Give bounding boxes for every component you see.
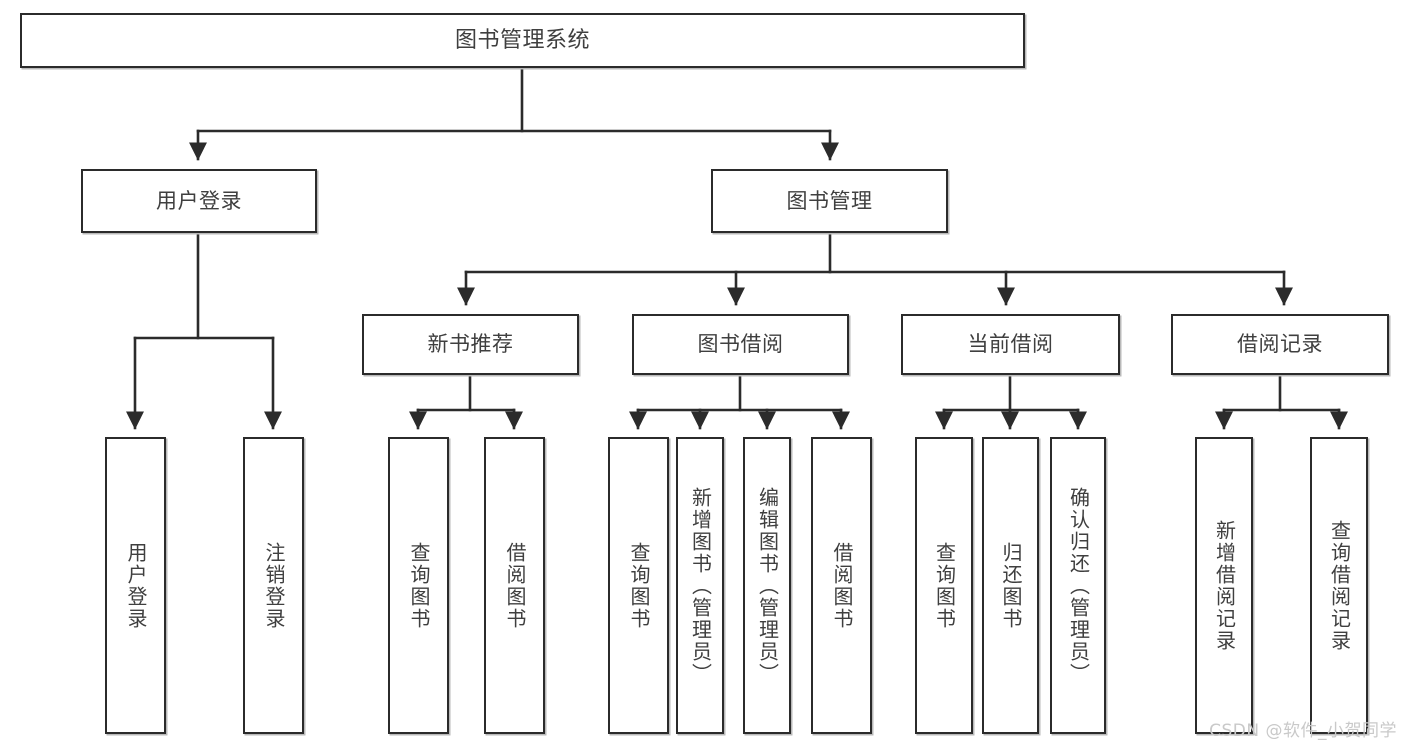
node-leaf-add-book-admin-label: 新增图书（管理员）	[688, 486, 713, 685]
node-root-label: 图书管理系统	[454, 27, 590, 53]
node-current-borrow[interactable]: 当前借阅	[901, 314, 1120, 375]
node-leaf-add-book-admin[interactable]: 新增图书（管理员）	[676, 437, 724, 734]
node-leaf-add-borrow-record-label: 新增借阅记录	[1212, 519, 1237, 652]
node-leaf-return-book-label: 归还图书	[999, 541, 1023, 630]
node-user-login[interactable]: 用户登录	[81, 169, 317, 233]
node-new-book-recommend-label: 新书推荐	[427, 332, 514, 357]
node-leaf-borrow-book-2-label: 借阅图书	[830, 541, 854, 630]
node-new-book-recommend[interactable]: 新书推荐	[362, 314, 579, 375]
node-leaf-logout[interactable]: 注销登录	[243, 437, 304, 734]
node-book-borrow-label: 图书借阅	[697, 332, 784, 357]
node-leaf-return-book[interactable]: 归还图书	[982, 437, 1039, 734]
node-leaf-edit-book-admin[interactable]: 编辑图书（管理员）	[743, 437, 791, 734]
node-leaf-user-login[interactable]: 用户登录	[105, 437, 166, 734]
node-leaf-edit-book-admin-label: 编辑图书（管理员）	[755, 486, 780, 685]
node-book-manage[interactable]: 图书管理	[711, 169, 948, 233]
node-leaf-confirm-return-admin-label: 确认归还（管理员）	[1066, 486, 1091, 685]
node-leaf-query-book-3[interactable]: 查询图书	[915, 437, 973, 734]
node-leaf-query-book-1-label: 查询图书	[407, 541, 431, 630]
node-leaf-logout-label: 注销登录	[262, 541, 286, 630]
node-leaf-add-borrow-record[interactable]: 新增借阅记录	[1195, 437, 1253, 734]
node-borrow-record[interactable]: 借阅记录	[1171, 314, 1389, 375]
node-current-borrow-label: 当前借阅	[967, 332, 1054, 357]
node-leaf-query-book-2-label: 查询图书	[627, 541, 651, 630]
csdn-watermark: CSDN @软件_小贺同学	[1209, 721, 1397, 741]
node-leaf-user-login-label: 用户登录	[124, 541, 148, 630]
node-leaf-query-book-2[interactable]: 查询图书	[608, 437, 669, 734]
node-leaf-query-borrow-record-label: 查询借阅记录	[1327, 519, 1352, 652]
node-book-manage-label: 图书管理	[786, 188, 873, 213]
node-book-borrow[interactable]: 图书借阅	[632, 314, 849, 375]
node-root[interactable]: 图书管理系统	[20, 13, 1025, 68]
node-borrow-record-label: 借阅记录	[1237, 332, 1323, 357]
node-leaf-borrow-book-1-label: 借阅图书	[503, 541, 527, 630]
node-leaf-borrow-book-2[interactable]: 借阅图书	[811, 437, 872, 734]
node-leaf-query-borrow-record[interactable]: 查询借阅记录	[1310, 437, 1368, 734]
node-leaf-borrow-book-1[interactable]: 借阅图书	[484, 437, 545, 734]
node-user-login-label: 用户登录	[156, 188, 242, 213]
node-leaf-query-book-3-label: 查询图书	[932, 541, 957, 630]
node-leaf-confirm-return-admin[interactable]: 确认归还（管理员）	[1050, 437, 1106, 734]
node-leaf-query-book-1[interactable]: 查询图书	[388, 437, 449, 734]
